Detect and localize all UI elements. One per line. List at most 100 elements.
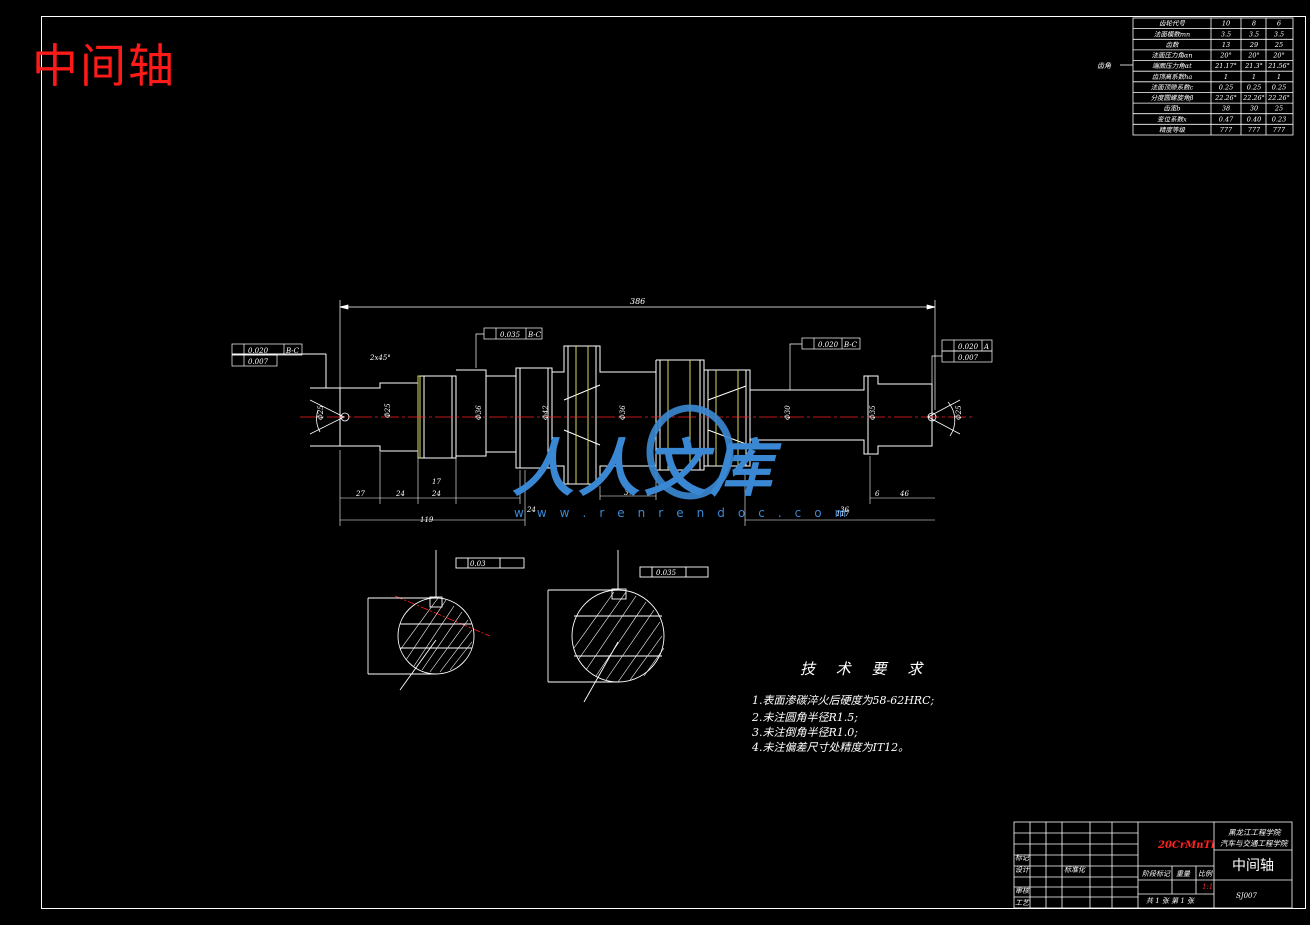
gear-table-row-label: 分度圆螺旋角β	[1151, 94, 1194, 102]
gear-table-cell: 22.26°	[1267, 94, 1290, 102]
gear-table-cell: 21.3°	[1244, 62, 1263, 70]
dim-36: 36	[840, 506, 849, 514]
gear-table-row-label: 齿轮代号	[1159, 20, 1186, 28]
svg-text:Φ25: Φ25	[317, 405, 325, 420]
svg-text:2x45°: 2x45°	[369, 354, 391, 362]
tech-requirement-1: 1.表面渗碳淬火后硬度为58-62HRC;	[752, 694, 935, 707]
gear-table-row-label: 法面压力角αn	[1151, 52, 1192, 60]
right-end-detail	[927, 399, 961, 437]
section-view-1	[367, 550, 525, 691]
section-view-2	[547, 550, 709, 703]
gear-table-cell: 25	[1274, 105, 1283, 113]
tolerance-frame-right	[789, 337, 861, 390]
title-block-scale: 比例	[1198, 870, 1213, 878]
svg-text:46: 46	[899, 490, 909, 498]
tol-far-right-runout: 0.020	[958, 343, 979, 351]
tol-mid-datum: B-C	[527, 331, 542, 339]
gear-table-cell: 10	[1222, 20, 1230, 28]
gear-table-cell: 1	[1277, 73, 1281, 81]
gear-table-row-label: 变位系数x	[1157, 115, 1187, 123]
section-view-1-hatch	[399, 597, 473, 673]
tol-right-datum: B-C	[843, 341, 858, 349]
title-block-standardize: 标准化	[1064, 866, 1086, 874]
tol-mid: 0.035	[500, 331, 521, 339]
watermark-brand: 人人文库	[512, 432, 782, 505]
tol-left-runout: 0.020	[248, 347, 269, 355]
gear-table-cell: 21.56°	[1267, 62, 1290, 70]
dim-119: 119	[420, 516, 434, 524]
section2-pos-tol: 0.035	[656, 569, 677, 577]
tolerance-frame-far-right	[931, 339, 993, 384]
gear-table-cell: 3.5	[1221, 30, 1231, 38]
svg-text:Φ36: Φ36	[475, 405, 483, 420]
svg-text:6: 6	[875, 490, 880, 498]
gear-table-cell: 3.5	[1249, 30, 1259, 38]
shaft-centerline	[300, 416, 975, 637]
gear-table-row-label: 法面顶隙系数c	[1151, 83, 1194, 91]
gear-table-cell: 0.25	[1272, 83, 1286, 91]
dim-37: 37	[624, 489, 633, 497]
gear-table-cell: 22.26°	[1214, 94, 1237, 102]
gear-table-cell: 13	[1222, 41, 1230, 49]
title-block-process: 工艺	[1015, 899, 1030, 907]
bottom-dimensions	[339, 450, 935, 526]
gear-table-row-label: 端面压力角αt	[1152, 62, 1192, 70]
gear-parameter-table	[1120, 17, 1294, 136]
title-block-drawing-no: SJ007	[1236, 892, 1258, 900]
gear-table-cell: 8	[1252, 20, 1256, 28]
tol-far-right-datum: A	[983, 343, 989, 351]
gear-teeth-hatching	[417, 346, 739, 484]
gear-table-row-label: 齿顶高系数ha	[1152, 73, 1193, 81]
tech-requirement-2: 2.未注圆角半径R1.5;	[752, 711, 858, 724]
gear-table-cell: 1	[1252, 73, 1256, 81]
gear-table-cell: 777	[1220, 126, 1233, 134]
title-block-part-name: 中间轴	[1232, 858, 1274, 874]
svg-text:Φ30: Φ30	[784, 405, 792, 420]
gear-table-cell: 0.40	[1247, 115, 1261, 123]
tol-far-right-cyl: 0.007	[958, 354, 979, 362]
overall-dimension	[339, 300, 936, 410]
gear-table-cell: 29	[1249, 41, 1258, 49]
watermark-logo	[646, 404, 734, 500]
svg-text:Φ35: Φ35	[869, 405, 877, 420]
gear-table-cell: 1	[1224, 73, 1228, 81]
small-dimension-labels: 27 24 17 24 24 6 46 Φ25 Φ36 Φ42 Φ36 Φ30 …	[317, 354, 963, 514]
gear-table-cell: 20°	[1247, 52, 1260, 60]
section1-pos-tol: 0.03	[470, 560, 486, 568]
title-block-material: 20CrMnTi	[1157, 840, 1215, 851]
tech-requirement-3: 3.未注倒角半径R1.0;	[752, 726, 858, 739]
gear-table-cell: 6	[1277, 20, 1281, 28]
gear-table-cell: 25	[1274, 41, 1283, 49]
title-block	[1013, 821, 1293, 909]
tech-requirements-heading: 技 术 要 求	[800, 660, 931, 678]
gear-table-cell: 38	[1222, 105, 1230, 113]
drawing-title: 中间轴	[32, 39, 176, 93]
gear-table-cell: 0.25	[1219, 83, 1233, 91]
title-block-design: 设计	[1015, 866, 1030, 874]
gear-table-cell: 21.17°	[1214, 62, 1237, 70]
title-block-stage: 阶段标记	[1142, 870, 1171, 878]
section-view-2-hatch	[573, 591, 665, 683]
gear-table-row-label: 精度等级	[1159, 126, 1186, 134]
gear-table-cell: 20°	[1272, 52, 1285, 60]
gear-table-cell: 22.26°	[1242, 94, 1265, 102]
left-end-detail	[309, 399, 350, 435]
svg-text:Φ25: Φ25	[955, 405, 963, 420]
tech-requirement-4: 4.未注偏差尺寸处精度为IT12。	[752, 741, 910, 754]
title-block-marks: 标记	[1015, 854, 1030, 862]
title-block-school-1: 黑龙江工程学院	[1228, 828, 1282, 837]
gear-table-cell: 777	[1273, 126, 1286, 134]
svg-text:Φ36: Φ36	[619, 405, 627, 420]
gear-table-cell: 0.25	[1247, 83, 1261, 91]
sheet-border	[41, 16, 1306, 909]
watermark-url: w w w . r e n r e n d o c . c o m	[514, 506, 851, 520]
gear-table-side-note: 齿角	[1097, 62, 1112, 70]
tol-left-cyl: 0.007	[248, 358, 269, 366]
tolerance-frame-left	[231, 343, 303, 367]
gear-table-row-label: 齿数	[1166, 41, 1181, 49]
title-block-review: 审核	[1015, 887, 1030, 895]
gear-table-cell: 30	[1250, 105, 1258, 113]
gear-table-row-label: 法面模数mn	[1154, 30, 1190, 38]
tolerance-frame-mid	[475, 327, 543, 368]
